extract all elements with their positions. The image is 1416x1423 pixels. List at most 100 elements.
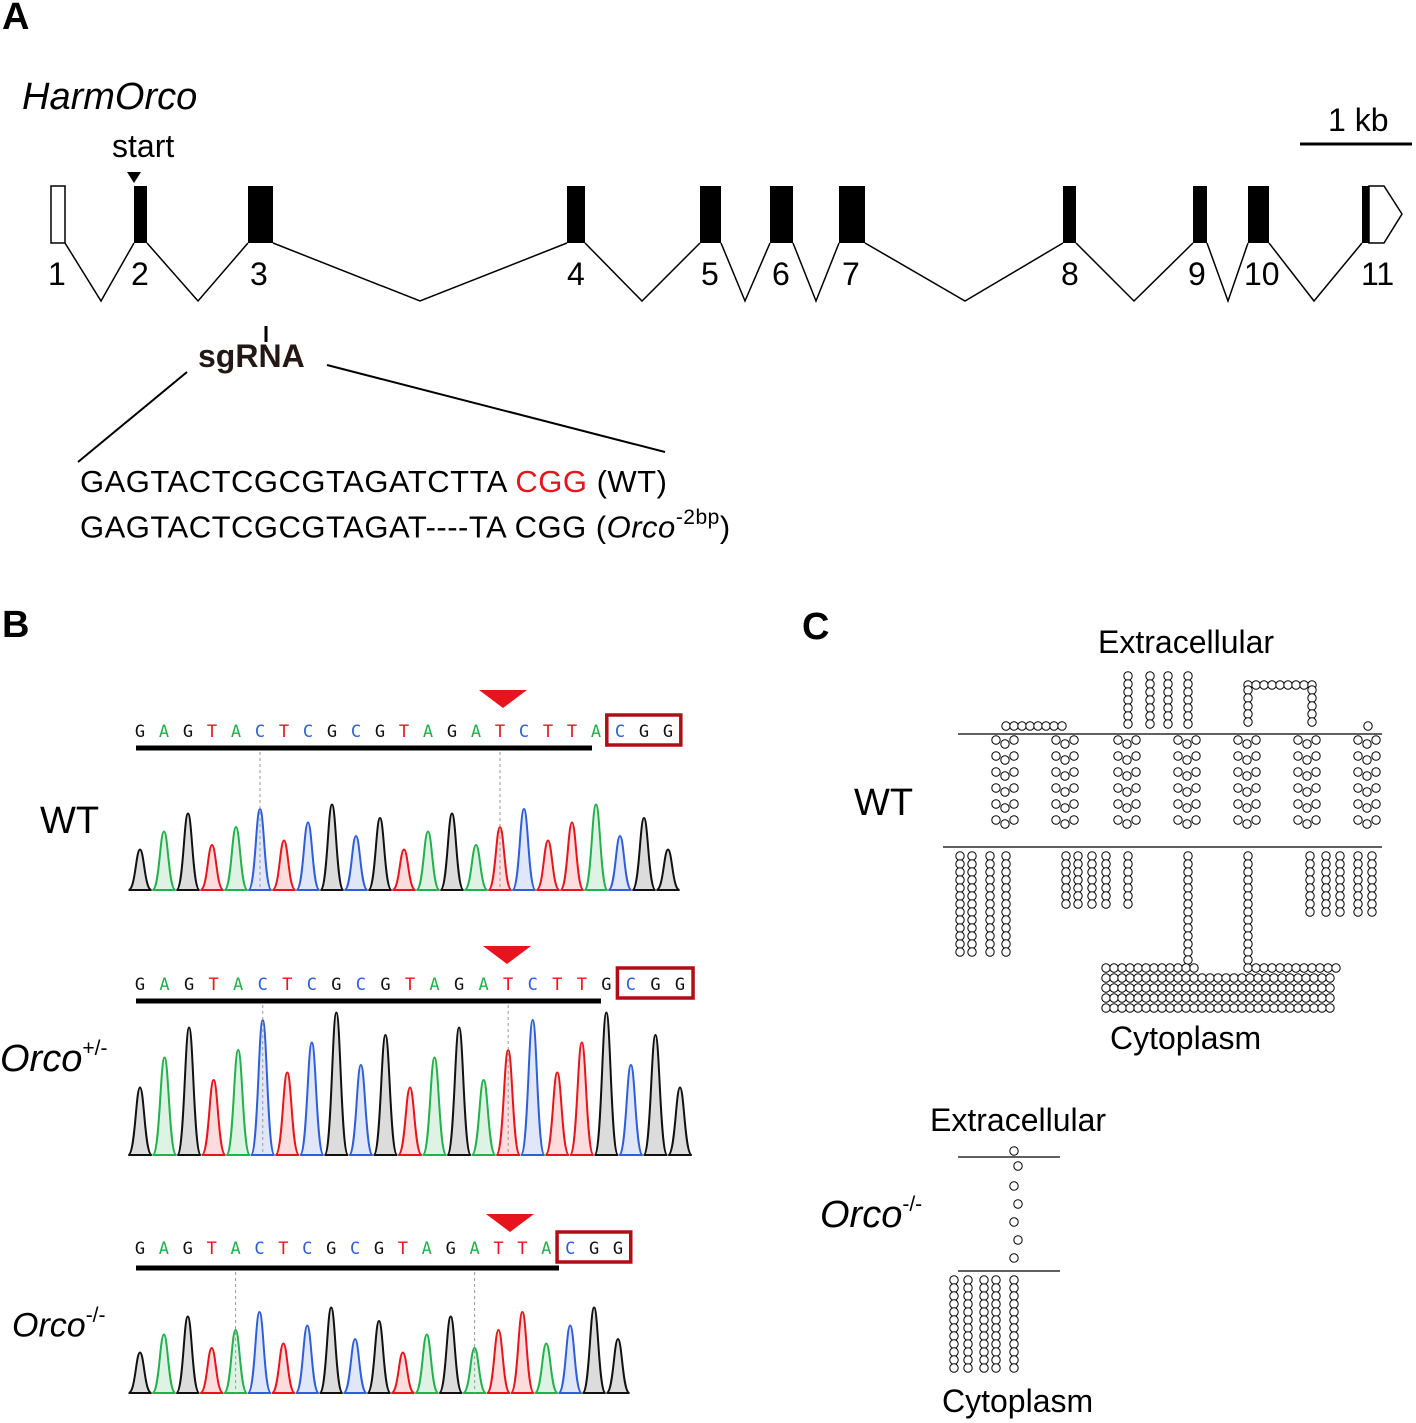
chromatogram-peak	[151, 1056, 178, 1156]
residue	[1191, 767, 1201, 777]
residue	[1001, 939, 1011, 949]
residue	[963, 1291, 973, 1301]
base-call: G	[374, 1239, 384, 1259]
residue	[1221, 983, 1231, 993]
base-call: A	[423, 722, 433, 742]
residue	[1325, 1003, 1335, 1013]
exon-9	[1193, 186, 1207, 243]
wt-extracellular-label: Extracellular	[1098, 624, 1275, 660]
base-call: G	[375, 722, 385, 742]
residue	[1242, 819, 1252, 829]
residue	[1000, 771, 1010, 781]
topology-ko-superscript: -/-	[902, 1193, 923, 1217]
residue	[1311, 751, 1321, 761]
base-call: C	[615, 722, 625, 742]
chromatogram-peak	[151, 830, 177, 891]
residue	[1353, 891, 1363, 901]
chromatogram-peak	[439, 812, 465, 891]
residue	[1353, 767, 1363, 777]
residue	[1367, 851, 1377, 861]
residue	[1087, 859, 1097, 869]
residue	[1122, 787, 1132, 797]
residue	[1243, 947, 1253, 957]
residue	[979, 1315, 989, 1325]
exon-2	[134, 186, 147, 243]
residue	[1060, 771, 1070, 781]
residue	[1131, 815, 1141, 825]
residue	[967, 923, 977, 933]
residue	[1335, 891, 1345, 901]
residue	[949, 1331, 959, 1341]
residue	[985, 883, 995, 893]
base-call: C	[302, 1239, 312, 1259]
residue	[979, 1283, 989, 1293]
base-call: C	[528, 975, 538, 995]
residue	[1191, 751, 1201, 761]
residue	[1291, 963, 1301, 973]
residue	[1243, 867, 1253, 877]
residue	[1141, 993, 1151, 1003]
residue	[1173, 751, 1183, 761]
chromatogram-peak	[655, 848, 681, 891]
ko-extracellular-label: Extracellular	[930, 1102, 1107, 1138]
residue	[967, 915, 977, 925]
residue	[1301, 983, 1311, 993]
base-call: T	[278, 1239, 288, 1259]
residue	[1101, 973, 1111, 983]
residue	[1325, 983, 1335, 993]
residue	[1251, 799, 1261, 809]
residue	[1123, 679, 1133, 689]
residue	[1205, 983, 1215, 993]
residue	[963, 1275, 973, 1285]
exon-1	[50, 185, 66, 244]
residue	[1157, 983, 1167, 993]
residue	[1001, 931, 1011, 941]
residue	[1073, 891, 1083, 901]
residue	[1293, 1003, 1303, 1013]
residue	[1183, 679, 1193, 689]
residue	[1243, 851, 1253, 861]
residue	[1331, 963, 1341, 973]
residue	[985, 851, 995, 861]
residue	[1009, 1307, 1019, 1317]
base-call: C	[255, 722, 265, 742]
sample-label-het: Orco+/-	[0, 1037, 108, 1081]
residue	[991, 1299, 1001, 1309]
base-call: T	[517, 1239, 527, 1259]
residue	[1101, 875, 1111, 885]
chromatogram-peak	[319, 803, 345, 891]
chromatogram-peak	[607, 834, 633, 891]
residue	[1362, 787, 1372, 797]
residue	[1285, 993, 1295, 1003]
base-call: C	[307, 975, 317, 995]
residue	[1311, 815, 1321, 825]
residue	[1367, 907, 1377, 917]
residue	[1293, 783, 1303, 793]
residue	[1353, 751, 1363, 761]
residue	[1321, 883, 1331, 893]
exon-10	[1248, 186, 1269, 243]
residue	[1307, 685, 1317, 695]
chromatogram-peak	[605, 1337, 631, 1394]
residue	[1353, 907, 1363, 917]
residue	[1009, 1217, 1019, 1227]
residue	[1183, 907, 1193, 917]
residue	[1001, 947, 1011, 957]
residue	[1363, 721, 1373, 731]
gene-name: HarmOrco	[22, 76, 198, 118]
residue	[991, 1323, 1001, 1333]
residue	[1101, 891, 1111, 901]
residue	[1305, 867, 1315, 877]
residue	[1087, 883, 1097, 893]
residue	[949, 1291, 959, 1301]
residue	[1033, 721, 1043, 731]
het-superscript: +/-	[82, 1037, 108, 1061]
residue	[1183, 851, 1193, 861]
residue	[1101, 963, 1111, 973]
residue	[1000, 787, 1010, 797]
residue	[1182, 755, 1192, 765]
residue	[1371, 815, 1381, 825]
residue	[1123, 719, 1133, 729]
residue	[1243, 701, 1253, 711]
residue	[1321, 875, 1331, 885]
